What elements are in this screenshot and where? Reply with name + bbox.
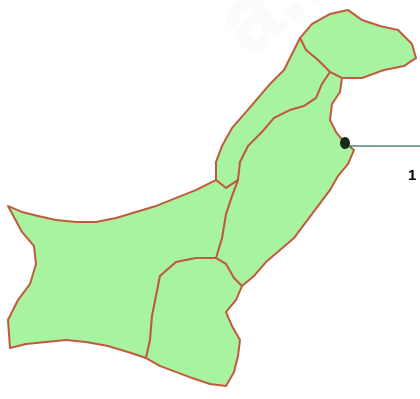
marker-label: 1 xyxy=(408,167,417,184)
region-east xyxy=(215,71,355,287)
map-marker-dot xyxy=(340,137,350,149)
region-south-east xyxy=(145,257,243,387)
